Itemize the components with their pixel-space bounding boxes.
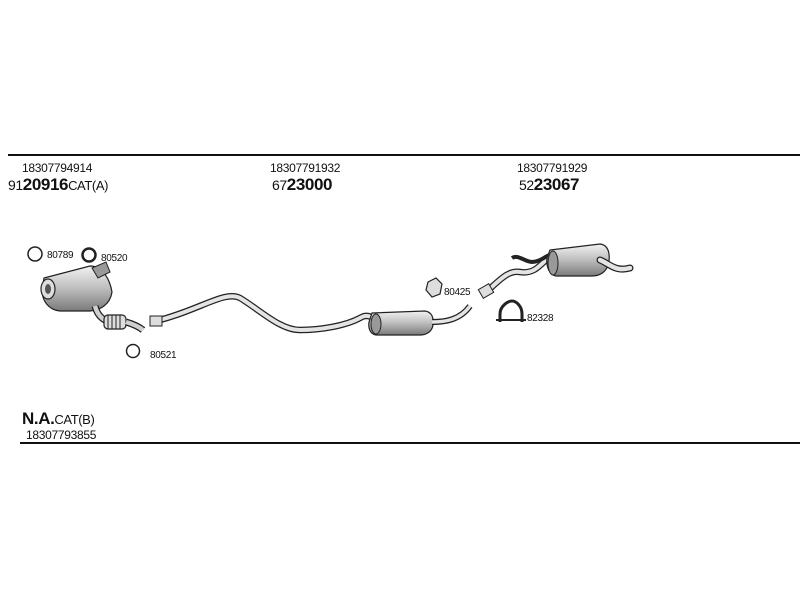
oe-number-middle: 18307791932 — [270, 161, 341, 175]
part-label-80520: 80520 — [101, 253, 128, 264]
code-prefix: 91 — [8, 177, 23, 193]
oe-number-catalyst: 18307794914 — [22, 161, 93, 175]
na-code: N.A.CAT(B) — [22, 409, 95, 429]
rear-silencer-icon — [477, 243, 634, 300]
gasket-icon — [425, 277, 443, 298]
oe-number-rear: 18307791929 — [517, 161, 588, 175]
na-oe-number: 18307793855 — [26, 428, 97, 442]
flex-pipe-icon — [103, 314, 146, 333]
part-label-80425: 80425 — [444, 287, 471, 298]
catalytic-converter-icon — [40, 261, 114, 326]
code-prefix: 67 — [272, 177, 287, 193]
na-main: N.A. — [22, 409, 55, 428]
code-main: 20916 — [22, 175, 69, 194]
footer-rule — [20, 442, 800, 444]
clamp-ring-icon — [81, 247, 97, 263]
middle-pipe-icon — [149, 293, 382, 334]
na-suffix: CAT(B) — [54, 412, 95, 427]
clamp-80521-icon — [125, 343, 141, 359]
part-label-80789: 80789 — [47, 250, 74, 261]
code-main: 23067 — [533, 175, 580, 194]
middle-silencer-icon — [368, 304, 473, 336]
code-prefix: 52 — [519, 177, 534, 193]
part-label-80521: 80521 — [150, 350, 177, 361]
code-main: 23000 — [286, 175, 333, 194]
part-code-rear: 5223067 — [519, 175, 579, 195]
header-rule — [8, 154, 800, 156]
part-code-middle: 6723000 — [272, 175, 332, 195]
part-code-catalyst: 9120916CAT(A) — [8, 175, 108, 195]
ring-gasket-icon — [27, 246, 43, 262]
u-clamp-icon — [498, 299, 524, 322]
code-suffix: CAT(A) — [68, 178, 109, 193]
part-label-82328: 82328 — [527, 313, 554, 324]
